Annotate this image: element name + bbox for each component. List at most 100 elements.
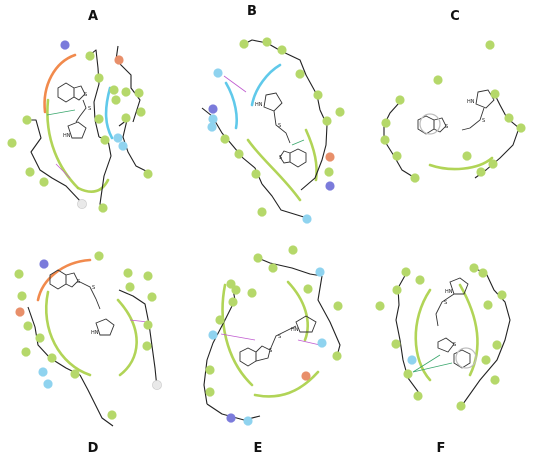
residue-node (481, 355, 491, 365)
residue-node (14, 269, 24, 279)
residue-node (302, 214, 312, 224)
residue-node (114, 55, 124, 65)
residue-node (39, 259, 49, 269)
residue-node (476, 167, 486, 177)
ligand-a (57, 82, 87, 139)
panel-letter: D (88, 441, 99, 456)
backbone-trace (118, 289, 158, 389)
residue-node (381, 118, 391, 128)
pocket-exposure-line (104, 86, 114, 140)
pocket-exposure-line (250, 63, 282, 107)
residue-node (497, 290, 507, 300)
residue-node (313, 90, 323, 100)
residue-node (315, 267, 325, 277)
residue-node (123, 268, 133, 278)
residue-node (208, 104, 218, 114)
pocket-exposure-line (116, 298, 138, 377)
residue-node (125, 282, 135, 292)
solvent-exposure-halo (455, 347, 477, 369)
pocket-exposure-line (224, 81, 238, 130)
solvent-exposure-halo (419, 113, 441, 135)
residue-node (317, 338, 327, 348)
backbone-trace (261, 183, 308, 219)
residue-node (25, 167, 35, 177)
residue-node (324, 167, 334, 177)
hydrogen-bond-line (55, 163, 71, 179)
backbone-trace (79, 374, 114, 427)
residue-node (207, 122, 217, 132)
pocket-exposure-line (36, 258, 92, 302)
residue-node (22, 115, 32, 125)
panel-letter: C (450, 9, 460, 24)
pocket-exposure-line (458, 283, 479, 377)
residue-node (15, 307, 25, 317)
s-ring-label: S (77, 279, 80, 285)
s-linker-label: S (88, 106, 91, 112)
residue-node (288, 245, 298, 255)
pi-stacking-line (412, 362, 453, 373)
residue-node (215, 315, 225, 325)
residue-node (407, 355, 417, 365)
residue-node (325, 181, 335, 191)
pocket-exposure-line (45, 290, 92, 377)
residue-node (208, 114, 218, 124)
hydrogen-bond-line (297, 339, 321, 346)
backbone-trace (27, 119, 83, 204)
residue-node (303, 284, 313, 294)
nh-label: HN (63, 133, 71, 139)
residue-node (251, 169, 261, 179)
s-linker-label: S (444, 300, 447, 306)
pocket-exposure-line (76, 178, 110, 194)
residue-node (143, 169, 153, 179)
residue-node (94, 114, 104, 124)
ligand-d (49, 269, 115, 336)
residue-node (401, 267, 411, 277)
pi-stacking-line (46, 109, 76, 116)
residue-node (136, 107, 146, 117)
residue-node (504, 113, 514, 123)
residue-node (301, 371, 311, 381)
residue-node (395, 95, 405, 105)
residue-node (490, 89, 500, 99)
ligand-c (417, 89, 495, 135)
panel-letter: B (247, 4, 257, 19)
pocket-exposure-line (46, 98, 80, 190)
backbone-trace (98, 136, 112, 211)
backbone-trace (85, 49, 100, 138)
residue-node (94, 73, 104, 83)
residue-node (118, 141, 128, 151)
residue-node (113, 133, 123, 143)
residue-node (35, 333, 45, 343)
residue-node (100, 135, 110, 145)
residue-node (295, 69, 305, 79)
residue-node (490, 375, 500, 385)
pi-stacking-line (291, 139, 305, 146)
ligand-f (435, 277, 477, 369)
linker-chain (435, 293, 455, 327)
s-ring-label: S (445, 124, 448, 130)
residue-node (43, 379, 53, 389)
benzene-ring (49, 269, 67, 290)
s-ring-label: S (453, 342, 456, 348)
residue-node (483, 300, 493, 310)
residue-node (234, 149, 244, 159)
nh-label: HN (445, 289, 453, 295)
backbone-trace (317, 275, 341, 357)
triazole-ring (67, 121, 87, 139)
residue-node (415, 275, 425, 285)
residue-node (143, 271, 153, 281)
thiazole-ring (279, 150, 291, 164)
benzene-ring (289, 148, 307, 168)
residue-node (492, 340, 502, 350)
residue-node (456, 401, 466, 411)
residue-node (152, 380, 162, 390)
residue-node (433, 75, 443, 85)
backbone-trace (474, 94, 520, 179)
residue-node (253, 253, 263, 263)
residue-node (94, 251, 104, 261)
